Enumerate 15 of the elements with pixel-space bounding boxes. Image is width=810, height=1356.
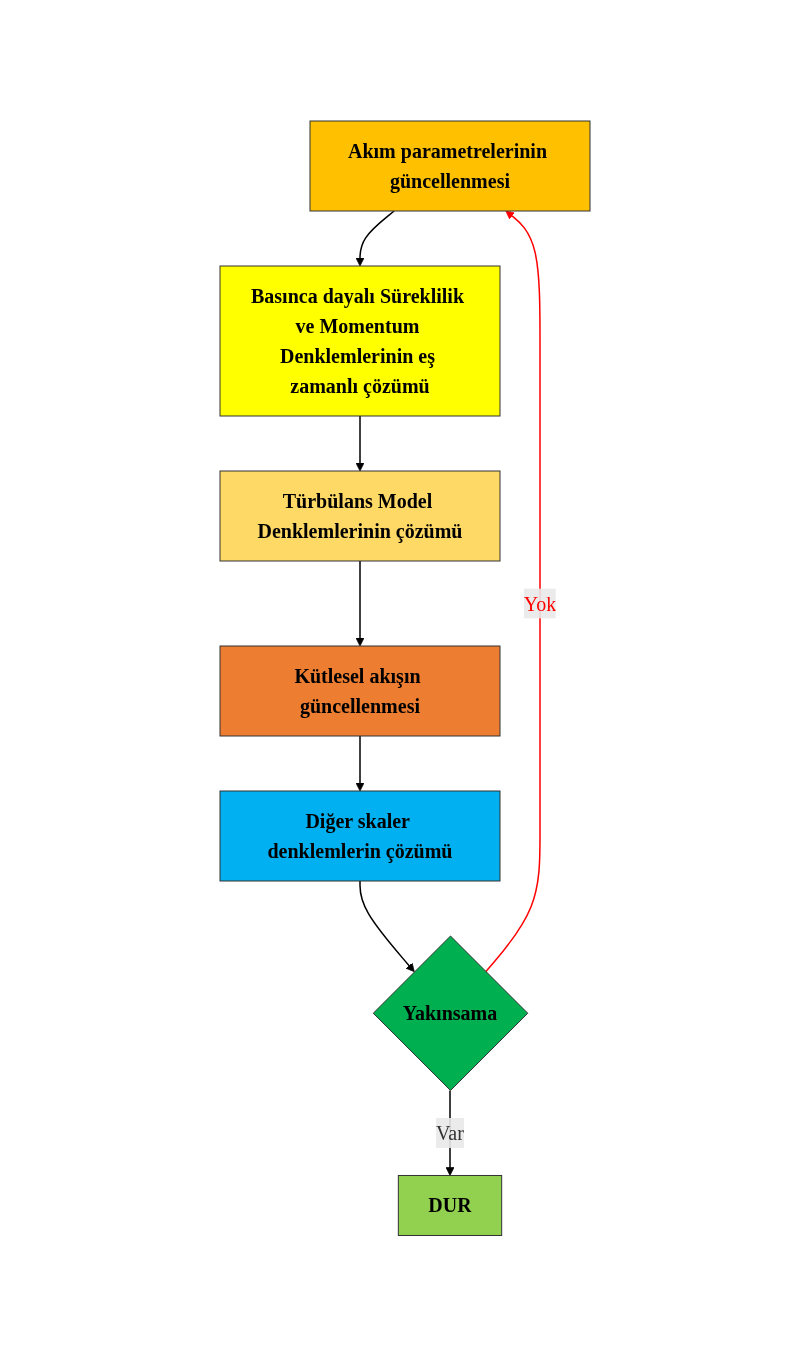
node-box: Türbülans Model Denklemlerinin çözümü bbox=[219, 470, 501, 562]
node-box: DUR bbox=[397, 1174, 503, 1236]
node-box: Kütlesel akışın güncellenmesi bbox=[219, 645, 501, 737]
arrow bbox=[355, 210, 395, 267]
edge-label: Var bbox=[436, 1121, 464, 1144]
arrow bbox=[484, 210, 541, 973]
node-box: Basınca dayalı Süreklilik ve Momentum Denklemlerinin eş zamanlı çözümü bbox=[219, 265, 501, 417]
node-diamond: Yakınsama bbox=[372, 935, 529, 1091]
arrow bbox=[359, 880, 415, 972]
node-box: Diğer skaler denklemlerin çözümü bbox=[219, 790, 501, 882]
arrow bbox=[355, 560, 365, 647]
arrow bbox=[355, 415, 365, 472]
node-box: Akım parametrelerinin güncellenmesi bbox=[309, 120, 591, 212]
arrow bbox=[355, 735, 365, 792]
edge-label: Yok bbox=[523, 592, 557, 615]
